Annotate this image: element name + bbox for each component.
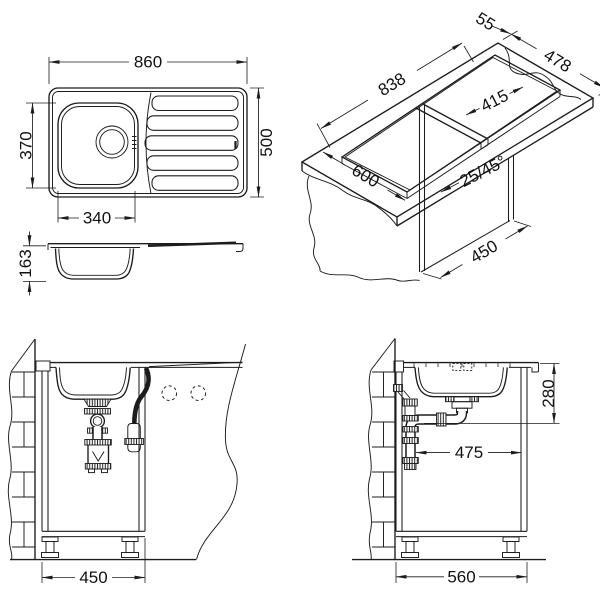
valve-cap — [393, 384, 403, 392]
sink-outer-rim — [48, 87, 248, 198]
overflow-pipe — [132, 367, 151, 424]
dim-label-450: 450 — [79, 568, 107, 587]
drain-hole — [95, 125, 129, 159]
bowl-profile-outer — [54, 248, 135, 280]
cabinet-left-panel — [41, 371, 49, 532]
strainer-flange — [453, 396, 471, 403]
cabinet-bottom-shelf — [42, 530, 145, 538]
dim-label-860: 860 — [134, 53, 162, 72]
front-section-view: 450 — [7, 338, 246, 587]
front-section-dimensions: 450 — [41, 538, 146, 587]
dim-label-500: 500 — [257, 128, 276, 156]
dim-label-55: 55 — [472, 8, 498, 34]
union-nut-ring — [89, 413, 106, 429]
cabinet-leg — [502, 536, 520, 558]
sink-inner-rim — [52, 91, 244, 194]
top-view-dimensions: 860 500 370 340 — [17, 53, 277, 228]
cabinet-back-panel — [395, 372, 403, 532]
dim-label-475: 475 — [455, 443, 483, 462]
dim-label-edge-profile: 25/45° — [457, 152, 510, 191]
side-section-dimensions: 280 475 560 — [395, 362, 560, 586]
cabinet-leg — [401, 536, 419, 558]
torn-edge — [306, 175, 321, 272]
tap-hole-mark — [463, 362, 473, 371]
isometric-view: 838 600 55 478 415 25/45° 450 — [300, 8, 600, 282]
cabinet-bottom-shelf — [396, 530, 527, 538]
brick-wall — [367, 338, 396, 560]
bowl-section-outer — [55, 367, 131, 400]
profile-view: 163 — [16, 231, 244, 296]
strainer-cup — [451, 401, 473, 409]
break-line — [504, 47, 582, 100]
siphon-trap — [83, 367, 151, 474]
cabinet-leg — [121, 536, 139, 558]
profile-dimensions: 163 — [16, 231, 46, 296]
dim-label-280: 280 — [539, 379, 558, 407]
overflow-slots — [132, 136, 137, 149]
dim-label-600: 600 — [348, 161, 382, 192]
dim-label-478: 478 — [540, 45, 574, 76]
bowl-profile-inner — [58, 248, 131, 276]
wall-cleat — [393, 360, 404, 373]
tap-hole-knockout — [161, 385, 178, 401]
dim-label-370: 370 — [17, 131, 36, 159]
brick-wall — [7, 338, 36, 560]
cutout-divider — [415, 103, 489, 150]
sink-bowl — [57, 102, 139, 189]
support-panels — [306, 105, 515, 282]
rim-clip-marks — [413, 363, 511, 367]
cabinet-leg — [41, 536, 59, 558]
bowl-section-inner — [59, 367, 127, 396]
dim-label-838: 838 — [375, 69, 409, 100]
top-view: 860 500 370 340 — [17, 53, 277, 228]
counter-and-sink — [403, 361, 539, 398]
tap-hole-knockout — [190, 385, 207, 401]
wall-cleat — [35, 360, 51, 372]
drainboard-edge — [147, 241, 237, 248]
dim-label-560: 560 — [447, 567, 475, 586]
tap-hole-mark — [452, 362, 462, 371]
drain-and-trap — [393, 384, 479, 470]
isometric-dimensions: 838 600 55 478 415 25/45° 450 — [316, 8, 600, 280]
overflow-connector — [127, 423, 141, 453]
worktop-slab — [300, 42, 595, 218]
dim-label-163: 163 — [16, 249, 35, 277]
dim-label-450-iso: 450 — [467, 236, 501, 267]
dim-label-415: 415 — [478, 86, 512, 116]
angle-valve — [402, 398, 418, 407]
cabinet-front-panel — [520, 367, 528, 532]
counter-front-edge — [531, 362, 539, 373]
pipe-union — [436, 412, 447, 427]
drainboard — [144, 92, 239, 194]
torn-edge — [196, 343, 246, 560]
slab-front-edge — [301, 170, 398, 227]
dim-label-340: 340 — [83, 209, 111, 228]
cabinet — [41, 367, 146, 558]
torn-edge — [319, 270, 420, 282]
drain-flange — [83, 398, 112, 407]
side-section-view: 280 475 560 — [352, 338, 560, 586]
cabinet — [395, 367, 528, 558]
bowl-section-inner — [417, 367, 504, 394]
